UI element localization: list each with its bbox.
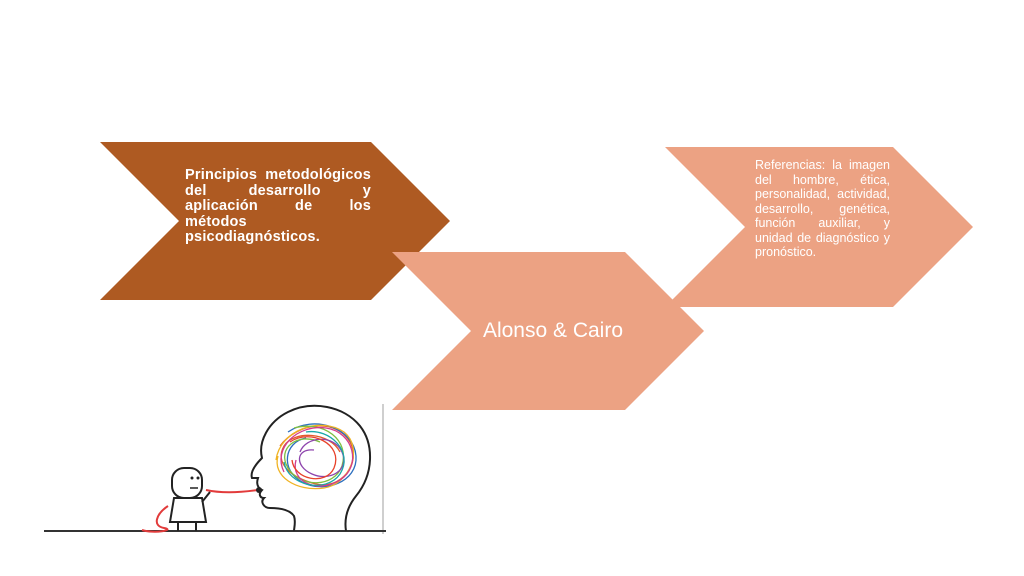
chevron-shape bbox=[665, 147, 973, 307]
doctor-stethoscope-tangled-brain-icon bbox=[44, 402, 386, 536]
chevron-step-2 bbox=[392, 252, 704, 410]
step-2-text: Alonso & Cairo bbox=[482, 319, 624, 342]
step-3-text: Referencias: la imagen del hombre, ética… bbox=[755, 158, 890, 259]
chevron-step-1 bbox=[100, 142, 450, 300]
chevron-step-3 bbox=[665, 147, 973, 307]
chevron-shape bbox=[392, 252, 704, 410]
chevron-shape bbox=[100, 142, 450, 300]
step-1-text: Principios metodológicos del desarrollo … bbox=[185, 167, 371, 245]
